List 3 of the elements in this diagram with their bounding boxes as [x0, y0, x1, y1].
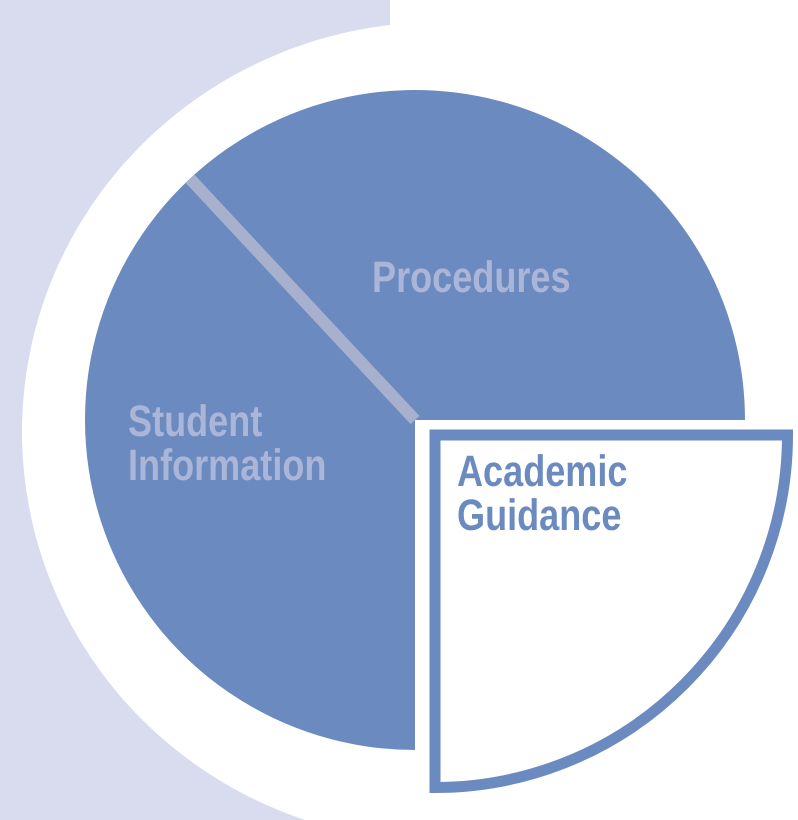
slice-label: Academic Guidance — [457, 450, 628, 538]
slice-label: Procedures — [372, 256, 572, 300]
slice-label: Student Information — [128, 400, 328, 488]
